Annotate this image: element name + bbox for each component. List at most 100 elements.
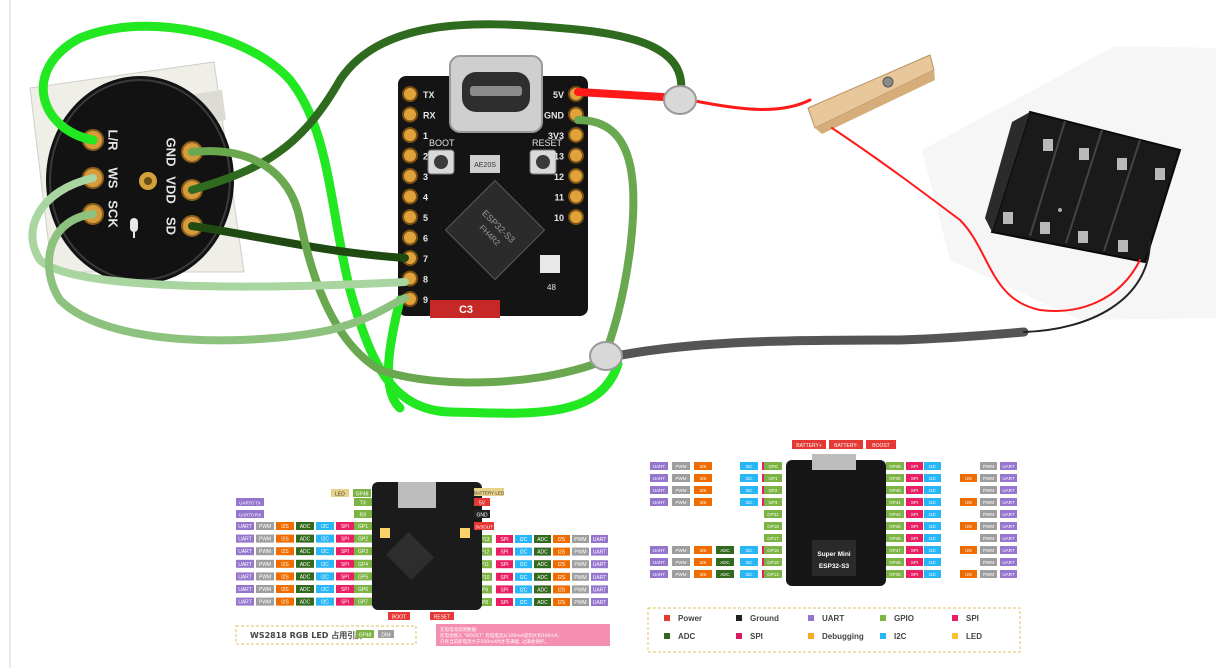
pl-func-right: UART <box>593 587 607 593</box>
pl-gnd: GND <box>476 513 488 519</box>
main-pad-right <box>568 147 584 164</box>
pr-gp-right: GP45 <box>889 524 901 529</box>
main-pin-label-left: TX <box>423 90 435 100</box>
pr-func-left-box <box>650 558 668 566</box>
pl-func-right: ADC <box>537 575 548 581</box>
pl-func-right: SPI <box>500 600 508 606</box>
pr-func-left: I2C <box>745 464 753 469</box>
antenna <box>430 300 500 318</box>
pl-func-right: I2S <box>558 600 566 606</box>
pr-func-left: PWM <box>676 476 687 481</box>
pl-func-right-box <box>572 535 589 543</box>
pr-func-right: PWM <box>983 572 994 577</box>
pr-gp-left-box <box>764 462 782 470</box>
pl-gp-left: GP1 <box>358 524 368 530</box>
pr-func-right: I2C <box>929 500 937 505</box>
pr-func-left: UART <box>653 488 665 493</box>
pr-func-right-box <box>924 570 941 578</box>
pr-func-left-box <box>740 486 758 494</box>
main-pad-left <box>402 86 418 102</box>
pr-gp-right-box <box>886 498 904 506</box>
microphone-module: L/R WS SCK GND VDD SD <box>29 61 245 284</box>
pl-gp-right-box <box>474 535 492 543</box>
pr-func-left-box <box>650 570 668 578</box>
pl-func-left-box <box>296 534 314 543</box>
pr-gp-right-box <box>886 546 904 554</box>
pl-gp-right-box <box>474 598 492 606</box>
pr-func-right: I2C <box>929 488 937 493</box>
pl-gp-left: GP4 <box>358 562 368 568</box>
pr-func-left-box <box>716 558 734 566</box>
pl-rx: RX <box>360 513 368 519</box>
pr-func-right: UART <box>1002 500 1014 505</box>
pr-gp-right: GP46 <box>889 536 901 541</box>
pl-gp-left: GP5 <box>358 574 368 580</box>
pl-func-right-box <box>553 572 570 581</box>
pl-func-right: UART <box>593 550 607 556</box>
pl-gp-left: GP6 <box>358 587 368 593</box>
pl-func-right: SPI <box>500 587 508 593</box>
pl-func-right: I2C <box>520 562 528 568</box>
pl-func-right-box <box>572 585 589 594</box>
pl-func-left: I2S <box>281 537 289 543</box>
pr-func-left: PWM <box>676 500 687 505</box>
pr-battery-minus: BATTERY- <box>834 443 858 449</box>
pr-boost: BOOST <box>872 443 890 449</box>
pl-gp-right: GP9 <box>478 587 488 593</box>
pr-func-left: I2S <box>700 476 707 481</box>
pr-func-right: PWM <box>983 512 994 517</box>
main-pad-right <box>568 168 584 184</box>
pr-func-right-box <box>980 462 997 470</box>
pl-gp-left-box <box>354 559 372 568</box>
pr-func-right-box <box>980 570 997 578</box>
pr-func-left-box <box>716 570 734 578</box>
wire-bright-loop <box>384 295 405 413</box>
pl-func-right: ADC <box>537 550 548 556</box>
pl-func-left: ADC <box>300 587 311 593</box>
pr-func-right: SPI <box>911 548 918 553</box>
pl-func-right: UART <box>593 562 607 568</box>
pr-func-right-box <box>906 462 923 470</box>
pr-func-left: UART <box>653 572 665 577</box>
pl-gp-left: GP7 <box>358 600 368 606</box>
pl-func-right-box <box>515 585 532 594</box>
pl-func-right: I2C <box>520 550 528 556</box>
pr-func-right-box <box>980 510 997 518</box>
pr-legend-swatch <box>880 615 886 621</box>
wire-gnd-to-pin <box>188 147 604 387</box>
pl-func-left: I2C <box>321 600 329 606</box>
pr-func-left: I2S <box>700 464 707 469</box>
pl-func-left-box <box>296 559 314 568</box>
pl-ws-gp: GP48 <box>359 633 372 639</box>
pr-func-right-box <box>1000 486 1017 494</box>
pl-gp-right-box <box>474 572 492 581</box>
pr-func-left-box <box>694 558 712 566</box>
pr-func-right-box <box>1000 510 1017 518</box>
pl-func-left: SPI <box>341 524 349 530</box>
pl-func-right: UART <box>593 537 607 543</box>
pr-func-left: PWM <box>676 548 687 553</box>
pr-func-right-box <box>924 474 941 482</box>
pl-func-left: ADC <box>300 562 311 568</box>
pl-func-left-box <box>236 597 254 606</box>
wire-gray-thin <box>1023 239 1151 333</box>
pl-func-left-box <box>256 522 274 530</box>
main-pad-left <box>402 106 418 123</box>
pl-func-left-box <box>336 547 354 556</box>
pr-func-left-box <box>672 570 690 578</box>
pr-func-right: UART <box>1002 464 1014 469</box>
pr-gp-left: GP1 <box>768 476 778 481</box>
pl-func-left: UART <box>238 562 252 568</box>
pr-gp-right: GP48 <box>889 560 901 565</box>
pr-legend-label: UART <box>822 614 844 623</box>
pl-func-left-box <box>256 547 274 556</box>
pr-func-right: I2C <box>929 536 937 541</box>
pr-func-left: I2S <box>700 560 707 565</box>
pl-func-left-box <box>316 559 334 568</box>
pr-func-left: ADC <box>720 548 730 553</box>
pr-func-left: I2C <box>745 476 753 481</box>
pl-func-left: PWM <box>259 562 271 568</box>
pr-func-left: UART <box>653 560 665 565</box>
pr-func-right-box <box>960 498 977 506</box>
